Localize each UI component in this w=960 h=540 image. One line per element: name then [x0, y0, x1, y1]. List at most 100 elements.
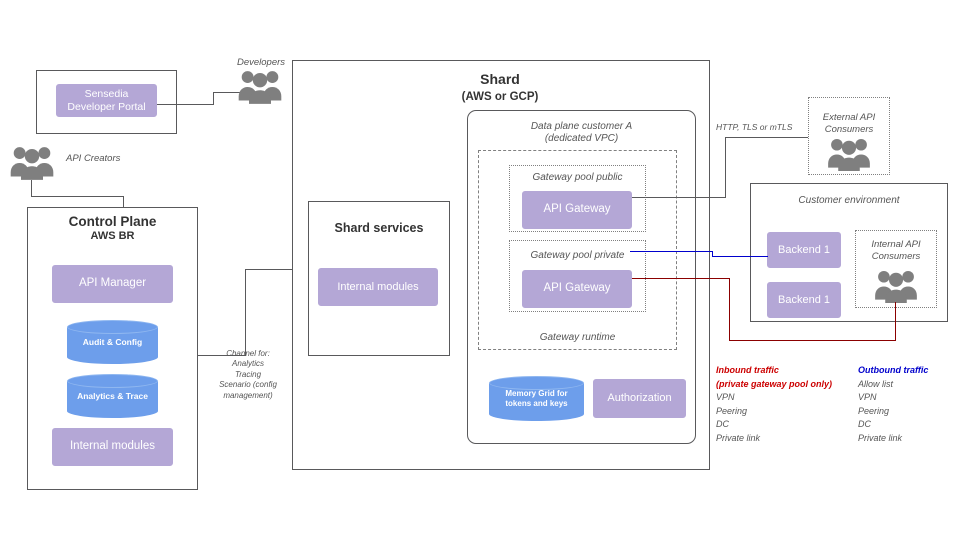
- control-plane-item-analytics-trace[interactable]: Analytics & Trace: [67, 374, 158, 418]
- portal-label-line2: Developer Portal: [67, 100, 146, 113]
- legend-outbound: Outbound traffic Allow list VPN Peering …: [858, 364, 960, 445]
- legend-outbound-item-peering: Peering: [858, 405, 890, 416]
- edge-outbound-v: [712, 251, 714, 257]
- people-group-icon-internal-consumers: [874, 268, 918, 303]
- api-gateway-private-label: API Gateway: [543, 282, 611, 295]
- internal-api-consumers-label: Internal API Consumers: [855, 239, 937, 264]
- api-creators-label: API Creators: [66, 153, 121, 164]
- control-plane-internal-modules-label: Internal modules: [69, 440, 156, 453]
- developer-portal-container: [36, 70, 177, 134]
- external-api-consumers-label: External API Consumers: [808, 112, 890, 137]
- legend-outbound-item-vpn: VPN: [858, 392, 877, 402]
- data-plane-title-line2: (dedicated VPC): [544, 133, 619, 144]
- edge-public-gw-h2: [725, 137, 808, 138]
- control-plane-item-internal-modules[interactable]: Internal modules: [52, 428, 173, 466]
- edge-inbound-h2: [729, 340, 896, 342]
- edge-public-gw-h1: [632, 197, 726, 198]
- edge-inbound-v2: [895, 302, 897, 341]
- internal-consumers-line1: Internal API: [871, 239, 921, 250]
- channel-note-line5: management): [223, 390, 273, 400]
- shard-internal-modules-label: Internal modules: [337, 280, 419, 293]
- edge-outbound-h2: [712, 256, 768, 258]
- gateway-pool-public-container: [509, 165, 646, 232]
- control-plane-subtitle: AWS BR: [90, 230, 135, 242]
- edge-creators-v2: [123, 196, 124, 208]
- api-manager-label: API Manager: [78, 277, 147, 290]
- shard-services-container: [308, 201, 450, 356]
- audit-config-label: Audit & Config: [82, 336, 143, 347]
- legend-outbound-heading: Outbound traffic: [858, 365, 929, 375]
- shard-subtitle: (AWS or GCP): [461, 91, 539, 103]
- people-group-icon-external-consumers: [827, 136, 871, 171]
- edge-portal-to-developers-v: [213, 92, 214, 105]
- api-gateway-private[interactable]: API Gateway: [522, 270, 632, 308]
- channel-note-line4: Scenario (config: [219, 380, 277, 390]
- edge-portal-to-developers-h2: [213, 92, 241, 93]
- shard-container: [292, 60, 710, 470]
- gateway-pool-private-container: [509, 240, 646, 312]
- legend-inbound-item-dc: DC: [716, 419, 729, 429]
- developers-label: Developers: [236, 57, 286, 68]
- cylinder-top: [489, 376, 584, 390]
- gateway-runtime-container: [478, 150, 677, 350]
- customer-environment-container: [750, 183, 948, 322]
- control-plane-item-audit-config[interactable]: Audit & Config: [67, 320, 158, 364]
- channel-note-line3: Tracing: [234, 369, 262, 379]
- authorization-label: Authorization: [607, 392, 672, 405]
- edge-channel-h1: [198, 355, 246, 356]
- control-plane-item-api-manager[interactable]: API Manager: [52, 265, 173, 303]
- data-plane-container: [467, 110, 696, 444]
- external-consumers-line1: External API: [822, 112, 876, 123]
- cylinder-top: [67, 320, 158, 334]
- control-plane-title: Control Plane: [68, 214, 157, 229]
- external-api-consumers-container: [808, 97, 890, 175]
- portal-label-line1: Sensedia: [84, 88, 129, 101]
- legend-inbound-item-vpn: VPN: [716, 392, 735, 402]
- internal-consumers-line2: Consumers: [871, 251, 921, 263]
- gateway-runtime-label: Gateway runtime: [539, 332, 616, 343]
- cylinder-top: [67, 374, 158, 388]
- api-gateway-public[interactable]: API Gateway: [522, 191, 632, 229]
- backend-1-primary[interactable]: Backend 1: [767, 232, 841, 268]
- backend-label: Backend 1: [778, 243, 830, 256]
- legend-inbound-item-private-link: Private link: [716, 432, 761, 443]
- legend-outbound-item-dc: DC: [858, 419, 871, 429]
- backend-1-secondary[interactable]: Backend 1: [767, 282, 841, 318]
- data-plane-title-line1: Data plane customer A: [530, 121, 633, 132]
- shard-title: Shard: [480, 71, 520, 87]
- http-tls-label: HTTP, TLS or mTLS: [716, 122, 793, 132]
- edge-portal-to-developers-h1: [157, 104, 214, 105]
- people-group-icon-developers: [238, 68, 282, 104]
- gateway-pool-private-label: Gateway pool private: [530, 250, 625, 261]
- legend-inbound-heading-2: (private gateway pool only): [716, 378, 833, 389]
- external-consumers-line2: Consumers: [824, 124, 874, 136]
- legend-inbound-heading-1: Inbound traffic: [716, 365, 779, 375]
- backend-label: Backend 1: [778, 293, 830, 306]
- edge-inbound-h1: [632, 278, 730, 280]
- shard-services-internal-modules[interactable]: Internal modules: [318, 268, 438, 306]
- legend-inbound: Inbound traffic (private gateway pool on…: [716, 364, 856, 445]
- edge-public-gw-v: [725, 137, 726, 198]
- edge-channel-v: [245, 269, 246, 356]
- people-group-icon-api-creators: [10, 144, 54, 180]
- legend-outbound-item-allow-list: Allow list: [858, 378, 894, 389]
- memory-grid-label-line2: tokens and keys: [505, 398, 568, 408]
- channel-note: Channel for: Analytics Tracing Scenario …: [201, 349, 295, 401]
- customer-environment-title: Customer environment: [798, 195, 900, 206]
- channel-note-line1: Channel for:: [226, 349, 270, 358]
- memory-grid-cylinder[interactable]: Memory Grid for tokens and keys: [489, 376, 584, 421]
- edge-creators-v1: [31, 180, 32, 196]
- analytics-trace-label: Analytics & Trace: [77, 390, 148, 401]
- edge-channel-h2: [245, 269, 293, 270]
- edge-inbound-v1: [729, 278, 731, 341]
- shard-services-title: Shard services: [334, 221, 424, 235]
- channel-note-line2: Analytics: [231, 359, 264, 369]
- memory-grid-label-line1: Memory Grid for: [505, 388, 568, 398]
- sensedia-developer-portal-chip[interactable]: Sensedia Developer Portal: [56, 84, 157, 117]
- legend-inbound-item-peering: Peering: [716, 405, 748, 416]
- edge-outbound-h1: [630, 251, 713, 253]
- api-gateway-public-label: API Gateway: [543, 203, 611, 216]
- edge-creators-h: [31, 196, 124, 197]
- legend-outbound-item-private-link: Private link: [858, 432, 903, 443]
- authorization-chip[interactable]: Authorization: [593, 379, 686, 418]
